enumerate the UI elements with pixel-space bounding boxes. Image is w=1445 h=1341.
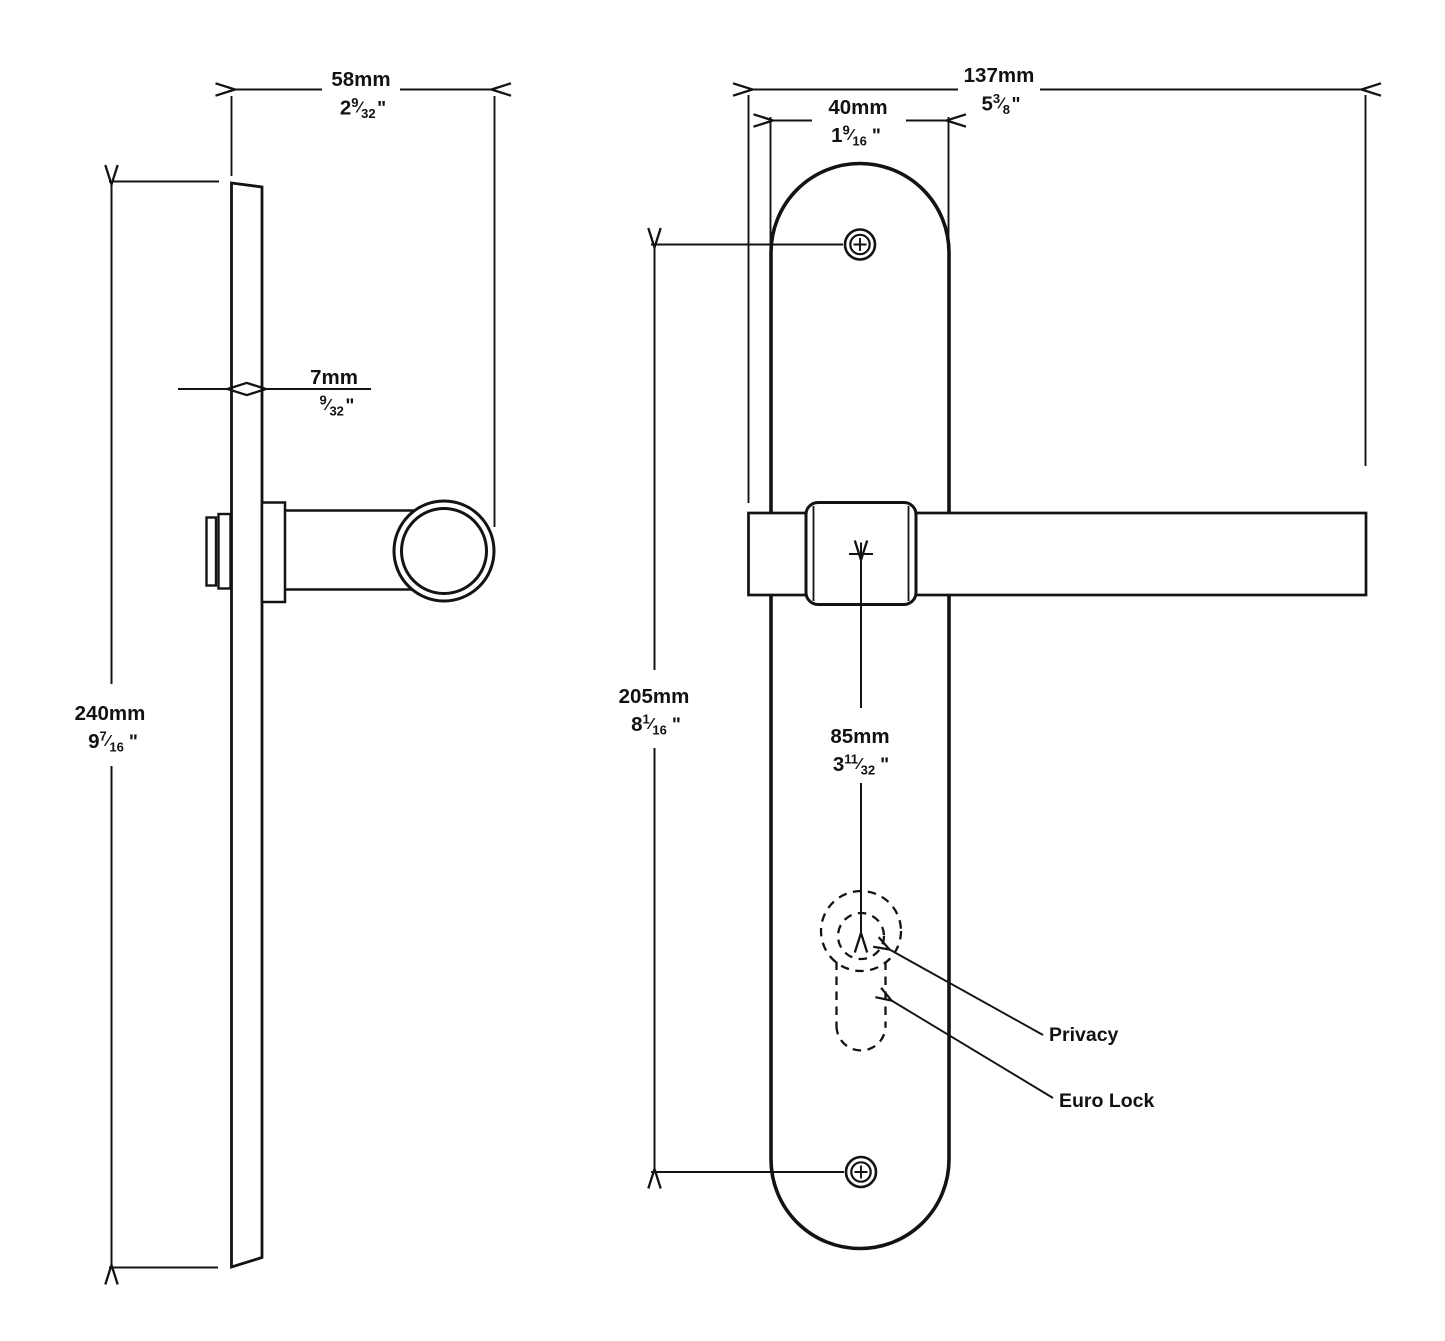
dim-inch-label: 19⁄16" (831, 123, 881, 149)
bottom-screw-cross (854, 1165, 868, 1179)
dim-metric-label: 240mm (75, 702, 146, 725)
dim-handle-to-cylinder-85mm: 85mm 311⁄32" (830, 560, 890, 933)
side-spindle-cap (205, 516, 218, 587)
top-screw-cross (853, 238, 867, 251)
front-view (747, 161, 1368, 1251)
dim-metric-label: 85mm (830, 725, 889, 748)
dim-plate-width-40mm: 40mm 19⁄16" (771, 96, 949, 251)
dim-inch-label: 81⁄16" (631, 712, 681, 738)
side-spindle-washer (217, 512, 232, 590)
privacy-label: Privacy (1049, 1024, 1119, 1046)
dim-overall-length-137mm: 137mm 53⁄8" (749, 64, 1366, 503)
bottom-screw (844, 1155, 878, 1189)
dim-metric-label: 58mm (331, 68, 390, 91)
dim-inch-label: 53⁄8" (981, 91, 1020, 117)
side-view (205, 181, 496, 1269)
privacy-leader-line (890, 950, 1044, 1036)
bottom-screw-inner (850, 1161, 872, 1183)
dimensions: 58mm 29⁄32" 7mm 9⁄32" 240mm 97⁄16" 137mm (75, 64, 1366, 1268)
callouts: Privacy Euro Lock (890, 950, 1155, 1112)
euro-lock-leader-line (892, 1001, 1054, 1099)
side-lever-collar (260, 501, 287, 604)
dim-metric-label: 137mm (964, 64, 1035, 87)
front-collar-edge-lines (812, 506, 910, 601)
top-screw (843, 228, 877, 261)
dim-height-240mm: 240mm 97⁄16" (75, 182, 219, 1268)
dim-inch-label: 97⁄16" (88, 729, 138, 755)
dim-inch-label: 9⁄32" (320, 393, 355, 419)
cylinder-stem-bottom (835, 1025, 887, 1052)
dim-inch-label: 311⁄32" (833, 752, 889, 778)
side-knob-inner (400, 507, 488, 595)
top-screw-inner (849, 233, 871, 256)
euro-lock-label: Euro Lock (1059, 1090, 1155, 1112)
dim-thickness-7mm: 7mm 9⁄32" (178, 366, 371, 419)
dim-metric-label: 7mm (310, 366, 358, 389)
dim-metric-label: 40mm (828, 96, 887, 119)
side-knob-outer (392, 499, 496, 603)
dim-screw-centres-205mm: 205mm 81⁄16" (619, 245, 844, 1173)
side-backplate (230, 181, 264, 1269)
dim-inch-label: 29⁄32" (340, 95, 386, 121)
dim-projection-58mm: 58mm 29⁄32" (232, 68, 495, 527)
dim-metric-label: 205mm (619, 685, 690, 708)
